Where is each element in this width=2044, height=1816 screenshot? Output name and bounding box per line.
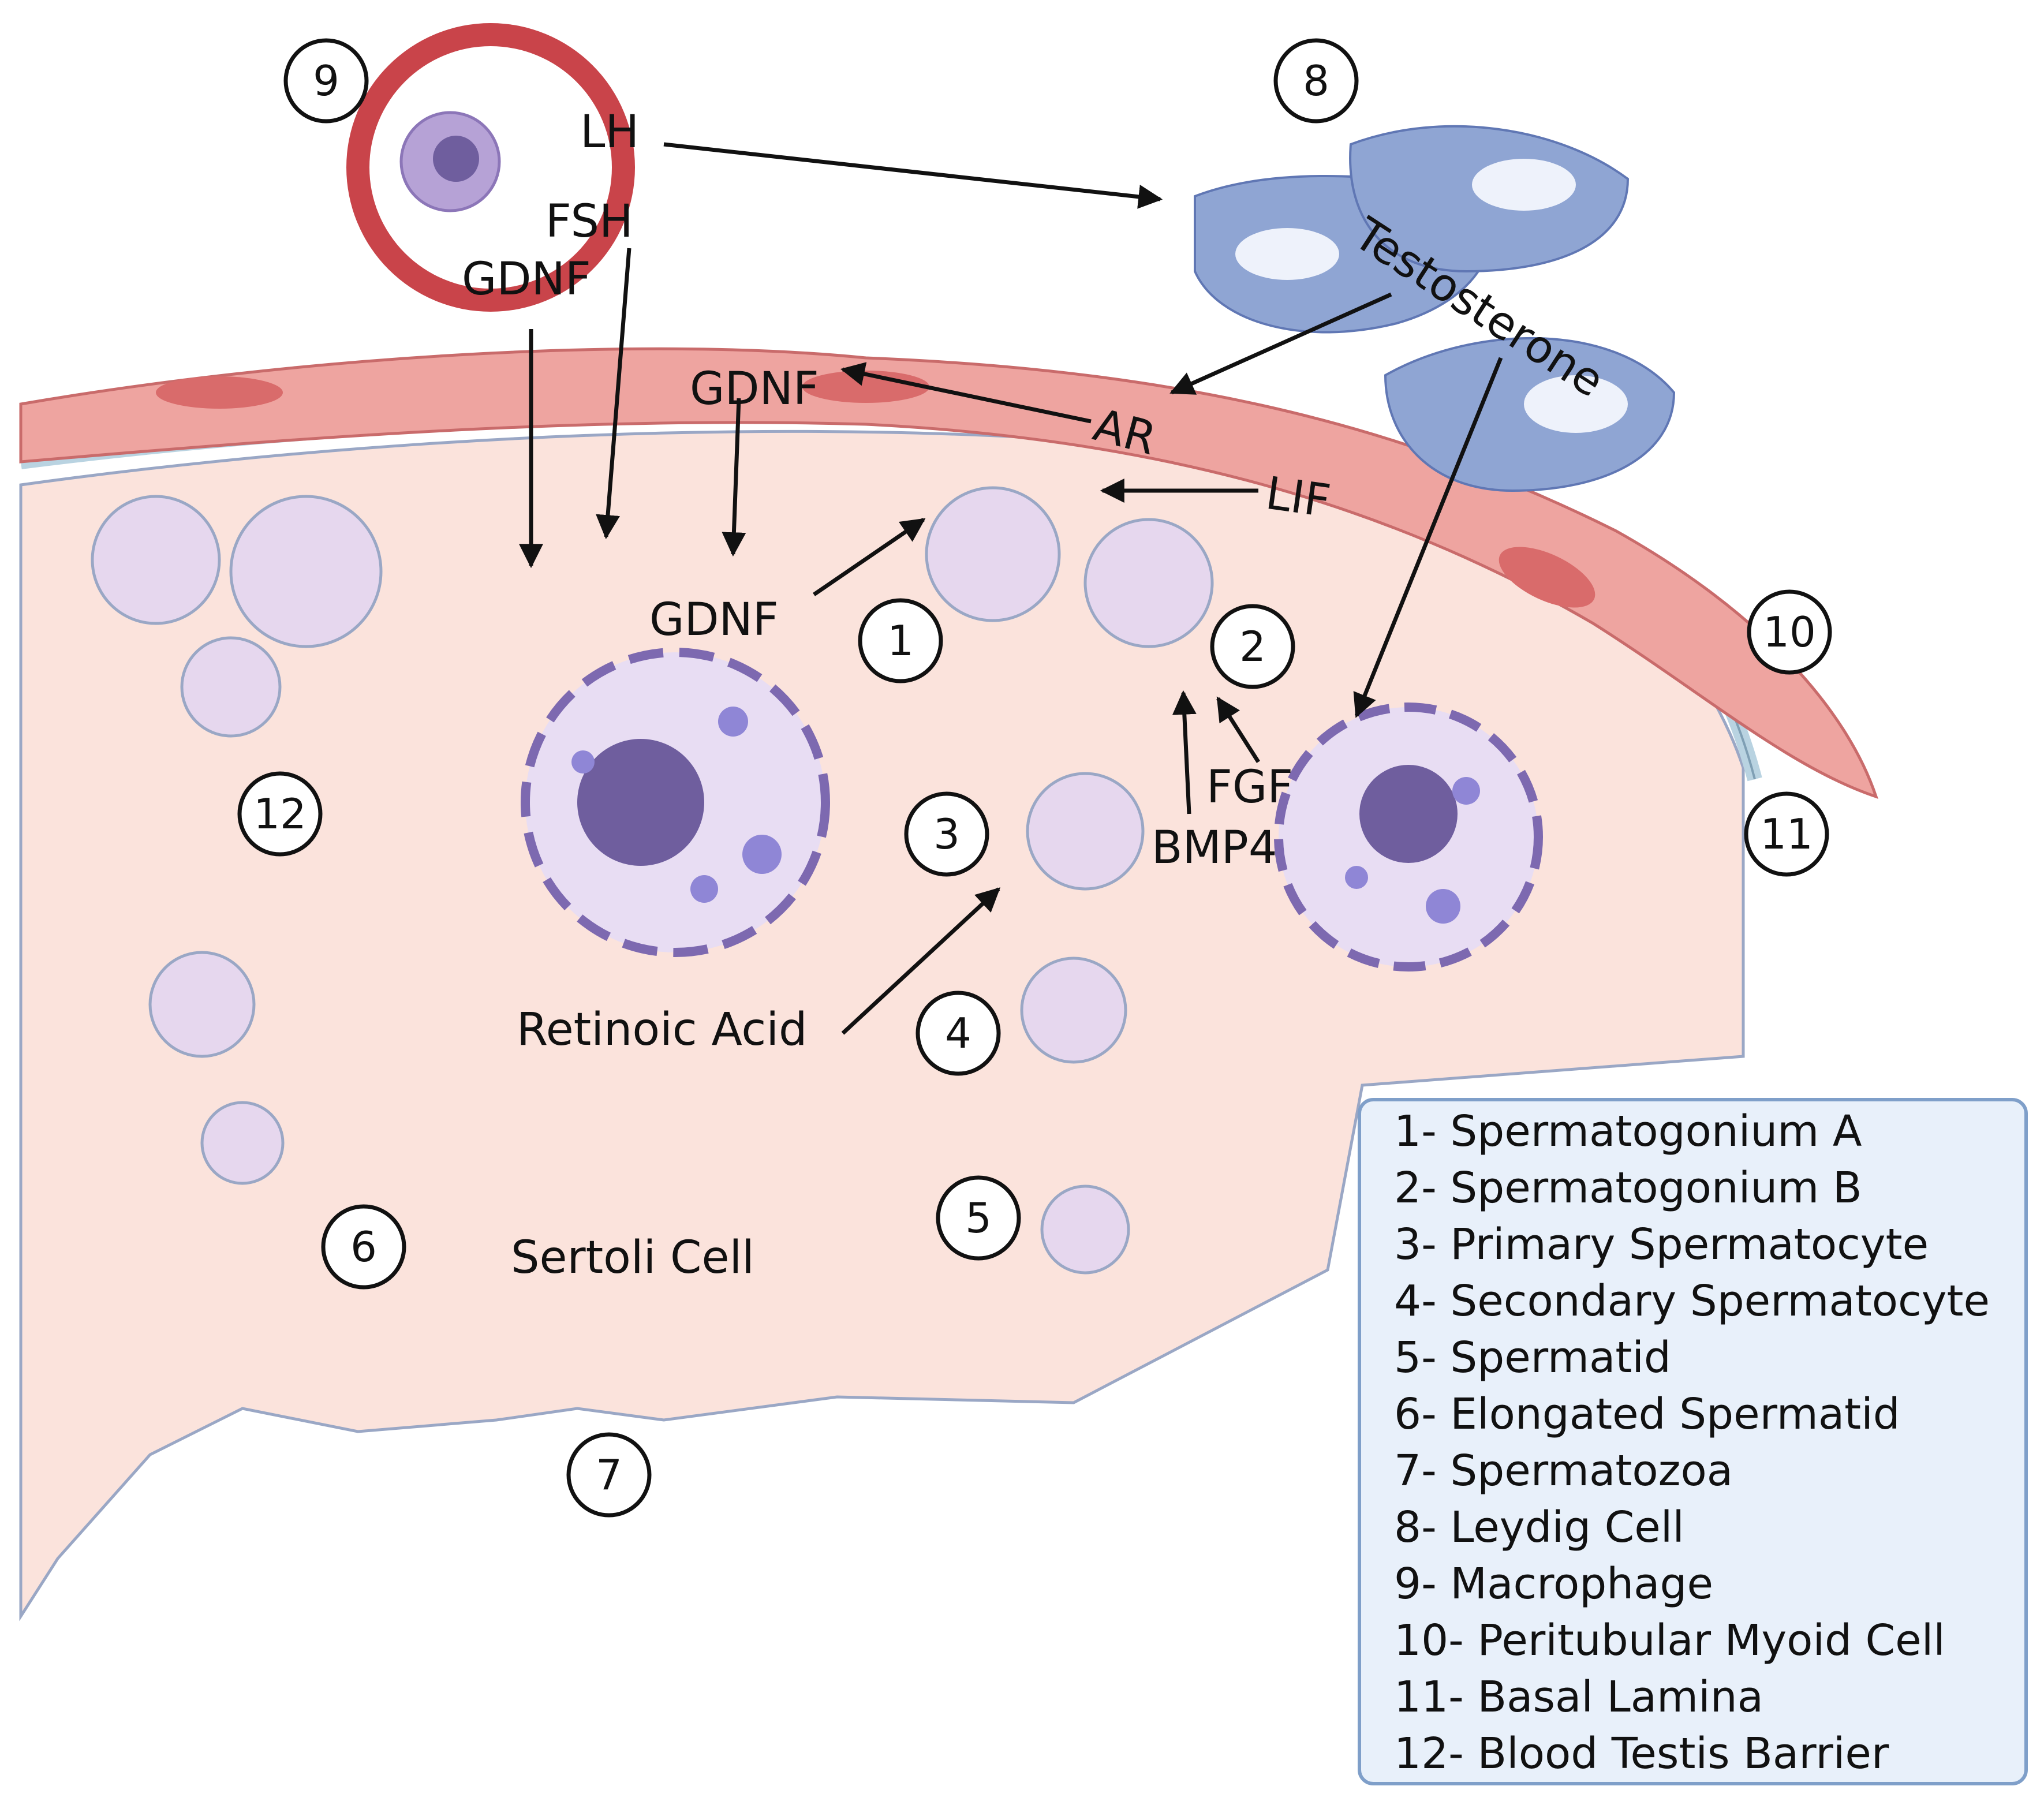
- marker-12: 12: [253, 790, 307, 838]
- marker-3: 3: [933, 810, 960, 858]
- label-sertoli-cell: Sertoli Cell: [511, 1232, 754, 1284]
- label-fgf: FGF: [1206, 761, 1293, 813]
- leydig-cells: [1194, 125, 1676, 492]
- legend-item-9: 9- Macrophage: [1394, 1559, 1713, 1609]
- peritubular-myoid-cell: [19, 347, 1878, 799]
- label-gdnf-sertoli: GDNF: [649, 594, 779, 646]
- legend-item-8: 8- Leydig Cell: [1394, 1503, 1684, 1552]
- label-lh: LH: [580, 106, 639, 158]
- germ-cells: [91, 486, 1214, 1275]
- marker-1: 1: [887, 616, 914, 665]
- number-markers: [237, 38, 1832, 1518]
- legend-item-12: 12- Blood Testis Barrier: [1394, 1729, 1889, 1778]
- legend-item-6: 6- Elongated Spermatid: [1394, 1389, 1900, 1439]
- sertoli-nucleus-right: [1274, 703, 1543, 971]
- legend-item-10: 10- Peritubular Myoid Cell: [1394, 1616, 1945, 1665]
- label-retinoic-acid: Retinoic Acid: [517, 1004, 808, 1056]
- label-lif: LIF: [1262, 468, 1333, 528]
- label-fsh: FSH: [545, 196, 633, 248]
- marker-2: 2: [1239, 622, 1266, 671]
- label-gdnf-vessel: GDNF: [462, 253, 591, 305]
- legend-item-1: 1- Spermatogonium A: [1394, 1107, 1862, 1156]
- signal-arrows: [519, 142, 1503, 1035]
- marker-9: 9: [313, 57, 339, 105]
- legend-item-11: 11- Basal Lamina: [1394, 1672, 1763, 1722]
- legend-item-5: 5- Spermatid: [1394, 1333, 1671, 1382]
- legend-item-3: 3- Primary Spermatocyte: [1394, 1220, 1929, 1269]
- legend-item-7: 7- Spermatozoa: [1394, 1446, 1733, 1496]
- legend-item-4: 4- Secondary Spermatocyte: [1394, 1276, 1990, 1326]
- marker-8: 8: [1303, 57, 1329, 105]
- marker-10: 10: [1763, 608, 1816, 656]
- legend: 1- Spermatogonium A 2- Spermatogonium B …: [1358, 1098, 2028, 1785]
- blood-vessel: [346, 23, 635, 312]
- marker-4: 4: [945, 1009, 971, 1058]
- legend-item-2: 2- Spermatogonium B: [1394, 1163, 1862, 1213]
- legend-box: [1358, 1098, 2028, 1785]
- label-gdnf-myoid: GDNF: [690, 363, 819, 415]
- marker-11: 11: [1760, 810, 1813, 858]
- marker-7: 7: [596, 1451, 622, 1499]
- label-bmp4: BMP4: [1152, 822, 1277, 874]
- sertoli-nucleus-left: [521, 648, 830, 957]
- marker-6: 6: [350, 1223, 377, 1271]
- marker-5: 5: [965, 1194, 992, 1242]
